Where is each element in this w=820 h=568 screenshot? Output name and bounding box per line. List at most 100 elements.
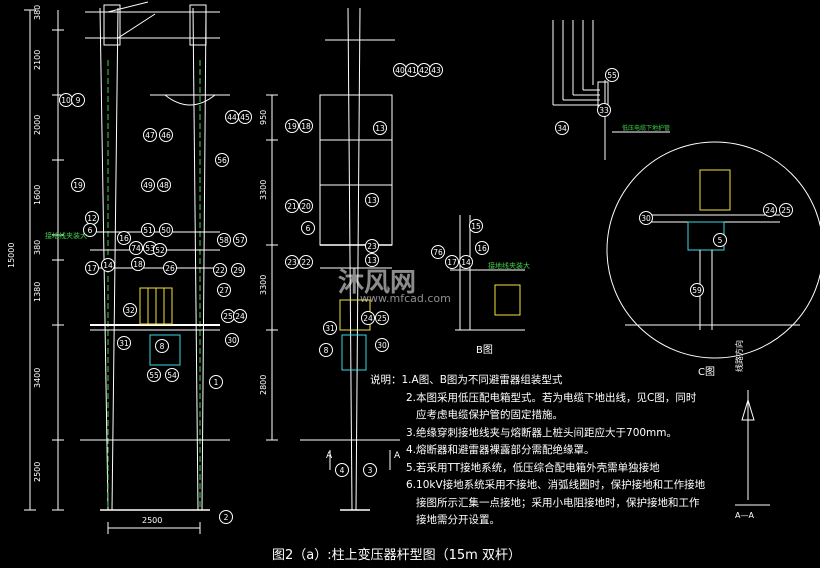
part-number: 25 [223, 312, 233, 321]
part-number: 24 [235, 312, 245, 321]
part-number: 25 [377, 314, 387, 323]
part-number: 25 [781, 206, 791, 215]
part-number: 55 [149, 371, 159, 380]
part-number: 46 [161, 131, 171, 140]
part-balloon [215, 153, 229, 167]
part-balloon [71, 93, 85, 107]
part-number: 8 [324, 346, 329, 355]
part-number: 2 [224, 513, 229, 522]
part-balloon [147, 368, 161, 382]
part-balloon [299, 255, 313, 269]
part-number: 32 [125, 306, 135, 315]
part-number: 31 [325, 324, 335, 333]
part-number: 48 [159, 181, 169, 190]
view-c-label: C图 [698, 366, 715, 378]
dim-3: 2000 [33, 115, 42, 135]
part-balloon [365, 193, 379, 207]
part-number: 6 [306, 224, 311, 233]
part-number: 13 [375, 124, 385, 133]
part-number: 15 [471, 222, 481, 231]
dim-7: 3400 [33, 368, 42, 388]
dim-6: 1380 [33, 282, 42, 302]
part-balloon [365, 239, 379, 253]
part-balloon [123, 303, 137, 317]
part-number: 42 [419, 66, 429, 75]
part-number: 23 [287, 258, 297, 267]
part-balloon [159, 128, 173, 142]
part-balloon [231, 263, 245, 277]
part-number: 17 [447, 258, 457, 267]
part-number: 55 [607, 71, 617, 80]
part-balloon [597, 103, 611, 117]
part-balloon [555, 121, 569, 135]
part-number: 8 [160, 342, 165, 351]
part-number: 4 [340, 466, 345, 475]
line-direction-label: 线路方向 [734, 340, 744, 372]
part-balloon [285, 255, 299, 269]
part-balloon [605, 68, 619, 82]
part-balloon [459, 255, 473, 269]
section-aa [735, 390, 770, 506]
part-balloon [157, 178, 171, 192]
part-balloon [375, 338, 389, 352]
part-balloon [85, 261, 99, 275]
watermark-site: www.mfcad.com [360, 292, 451, 305]
dim-5: 380 [33, 240, 42, 255]
ground-clamp-b-label: 接地线夹装大 [488, 261, 530, 270]
left-view [24, 1, 230, 534]
part-number: 19 [287, 122, 297, 131]
part-number: 74 [131, 244, 141, 253]
note-line-4: 3.绝缘穿刺接地线夹与熔断器上桩头间距应大于700mm。 [406, 426, 678, 439]
part-number: 44 [227, 113, 237, 122]
note-line-8: 接图所示汇集一点接地；采用小电阻接地时，保护接地和工作 [416, 496, 700, 509]
part-balloon [219, 510, 233, 524]
part-number: 19 [73, 181, 83, 190]
part-balloon [779, 203, 793, 217]
notes-title: 说明：1.A图、B图为不同避雷器组装型式 [370, 374, 563, 386]
part-number: 20 [301, 202, 311, 211]
part-balloon [83, 223, 97, 237]
part-number: 16 [119, 234, 129, 243]
part-balloon [163, 261, 177, 275]
part-number: 27 [219, 286, 229, 295]
part-balloon [217, 233, 231, 247]
section-a-left: A [326, 451, 333, 461]
part-number: 1 [214, 378, 219, 387]
part-number: 30 [377, 341, 387, 350]
part-balloon [233, 309, 247, 323]
part-number: 58 [219, 236, 229, 245]
part-number: 49 [143, 181, 153, 190]
part-number: 10 [61, 96, 71, 105]
part-number: 40 [395, 66, 405, 75]
part-balloon [299, 199, 313, 213]
part-number: 41 [407, 66, 417, 75]
part-balloon [363, 463, 377, 477]
part-number: 30 [641, 214, 651, 223]
part-number: 13 [367, 196, 377, 205]
part-number: 33 [599, 106, 609, 115]
part-number: 5 [718, 236, 723, 245]
part-number: 14 [461, 258, 471, 267]
part-balloon [213, 263, 227, 277]
section-a-right: A [394, 451, 401, 461]
part-number: 13 [367, 256, 377, 265]
section-aa-label: A—A [735, 511, 754, 520]
note-line-3: 应考虑电缆保护管的固定措施。 [416, 409, 563, 421]
part-balloon [117, 336, 131, 350]
part-number: 24 [363, 314, 373, 323]
part-number: 21 [287, 202, 297, 211]
part-number: 51 [143, 226, 153, 235]
part-balloon [238, 110, 252, 124]
part-number: 57 [235, 236, 245, 245]
part-number: 47 [145, 131, 155, 140]
part-balloon [639, 211, 653, 225]
note-line-1: 1.A图、B图为不同避雷器组装型式 [401, 374, 563, 386]
mid-view [266, 7, 400, 511]
dim-bottom: 2500 [142, 516, 162, 525]
view-c [606, 141, 820, 359]
part-balloon [361, 311, 375, 325]
part-balloon [141, 223, 155, 237]
view-b [450, 215, 525, 331]
